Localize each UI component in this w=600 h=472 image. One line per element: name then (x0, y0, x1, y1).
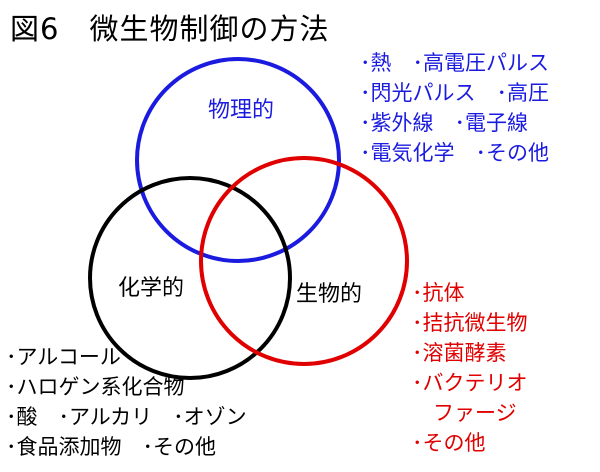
list-item: ･抗体 (412, 281, 465, 305)
list-item: ･熱 ･高電圧パルス (360, 51, 549, 75)
chemical-circle-label: 化学的 (118, 276, 185, 301)
list-item: ･拮抗微生物 (412, 311, 528, 335)
list-item: ファージ (412, 401, 517, 425)
figure-title: 図6 微生物制御の方法 (10, 12, 330, 46)
list-item: ･アルコール (6, 345, 121, 369)
list-item: ･ハロゲン系化合物 (6, 375, 185, 399)
list-item: ･酸 ･アルカリ ･オゾン (6, 405, 247, 429)
list-item: ･溶菌酵素 (412, 341, 507, 365)
list-item: ･電気化学 ･その他 (360, 141, 549, 165)
physical-methods-list: ･熱 ･高電圧パルス ･閃光パルス ･高圧 ･紫外線 ･電子線 ･電気化学 ･そ… (360, 48, 549, 168)
biological-methods-list: ･抗体 ･拮抗微生物 ･溶菌酵素 ･バクテリオ ファージ ･その他 (412, 278, 528, 458)
physical-circle-label: 物理的 (208, 98, 275, 123)
list-item: ･閃光パルス ･高圧 (360, 81, 549, 105)
biological-circle (199, 156, 409, 366)
list-item: ･食品添加物 ･その他 (6, 435, 216, 459)
list-item: ･その他 (412, 431, 486, 455)
physical-circle (135, 57, 341, 263)
list-item: ･バクテリオ (412, 371, 528, 395)
chemical-methods-list: ･アルコール ･ハロゲン系化合物 ･酸 ･アルカリ ･オゾン ･食品添加物 ･そ… (6, 342, 247, 462)
biological-circle-label: 生物的 (296, 282, 363, 307)
list-item: ･紫外線 ･電子線 (360, 111, 528, 135)
chemical-circle (88, 176, 292, 380)
